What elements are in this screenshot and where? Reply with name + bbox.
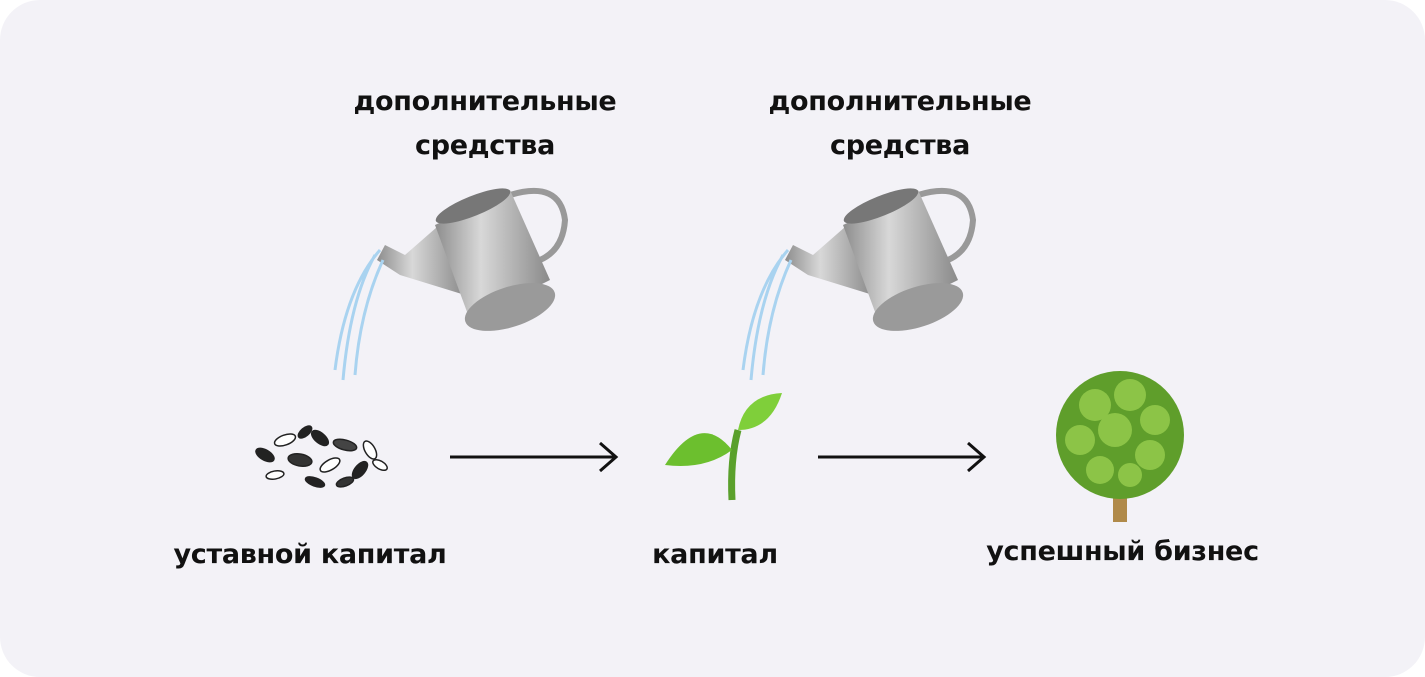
stage-label-capital: капитал <box>652 539 778 570</box>
stage-label-charter-capital: уставной капитал <box>173 539 447 570</box>
funds-label-line: средства <box>829 130 970 161</box>
funds-label-line: средства <box>414 130 555 161</box>
watering-can-icon <box>741 187 977 381</box>
arrow-right-icon <box>450 441 619 473</box>
watering-can-icon <box>333 187 569 381</box>
arrow-right-icon <box>818 441 987 473</box>
seeds-icon <box>255 425 388 488</box>
tree-icon <box>1056 371 1184 522</box>
sprout-icon <box>665 393 782 501</box>
funds-label-1: дополнительные средства <box>320 80 650 168</box>
funds-label-line: дополнительные <box>768 86 1032 117</box>
funds-label-line: дополнительные <box>353 86 617 117</box>
stage-label-successful-business: успешный бизнес <box>986 536 1259 567</box>
funds-label-2: дополнительные средства <box>735 80 1065 168</box>
